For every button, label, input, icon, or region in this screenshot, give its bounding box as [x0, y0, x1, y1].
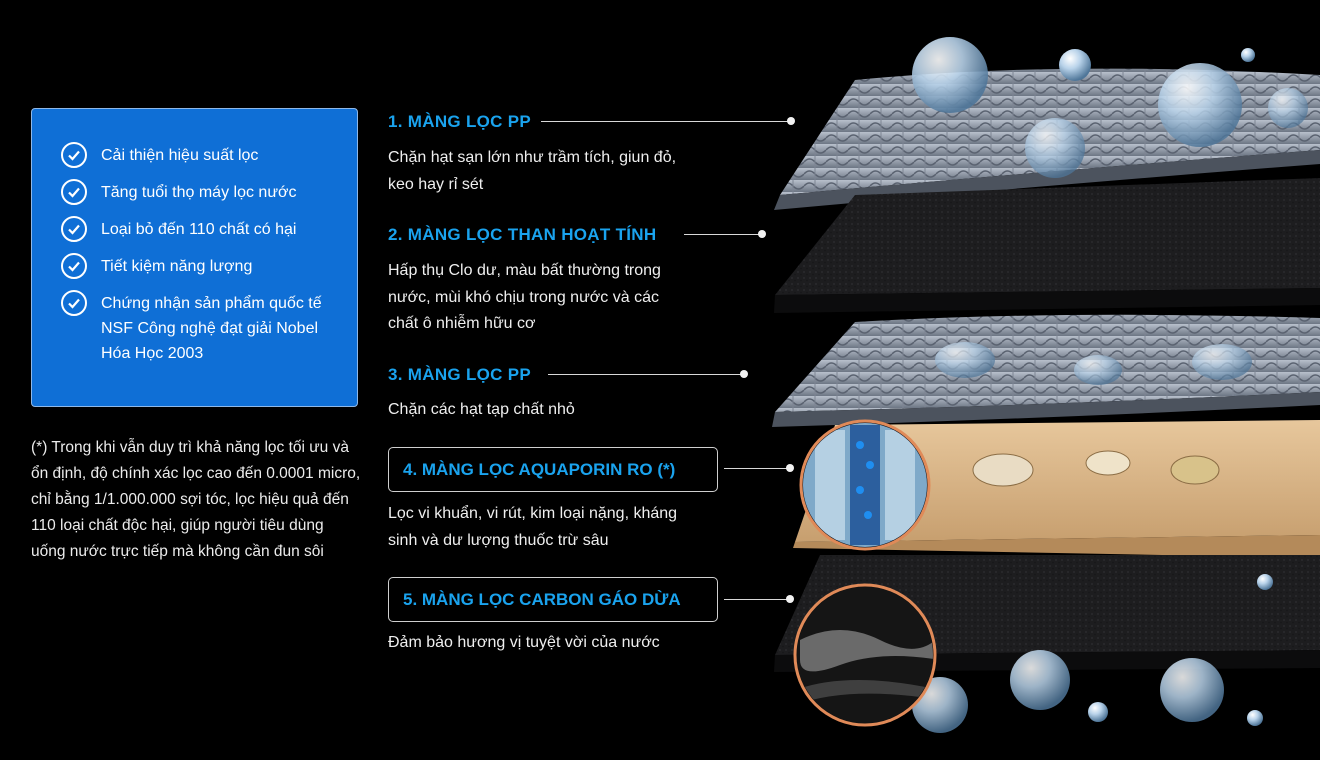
benefit-text: Chứng nhận sản phẩm quốc tế NSF Công ngh…: [101, 295, 322, 362]
carbon-zoom-circle: [793, 583, 937, 727]
benefit-text: Tiết kiệm năng lượng: [101, 258, 253, 275]
benefit-item: Loại bỏ đến 110 chất có hại: [61, 216, 337, 242]
filter-layers-illustration: [772, 37, 1320, 733]
layer-2-title: 2. MÀNG LỌC THAN HOẠT TÍNH: [388, 225, 657, 244]
aquaporin-zoom-circle: [799, 419, 931, 551]
layer-4-ro-membrane: [793, 420, 1320, 558]
layer-2-carbon: [774, 178, 1320, 313]
layer-1-desc: Chặn hạt sạn lớn như trầm tích, giun đỏ,…: [388, 149, 677, 193]
check-circle-icon: [61, 179, 87, 205]
check-circle-icon: [61, 290, 87, 316]
connector-line: [541, 121, 789, 122]
layer-4-desc: Lọc vi khuẩn, vi rút, kim loại nặng, khá…: [388, 505, 678, 549]
layer-3-desc: Chặn các hạt tạp chất nhỏ: [388, 401, 575, 418]
connector-line: [684, 234, 760, 235]
check-circle-icon: [61, 142, 87, 168]
layer-5-title: 5. MÀNG LỌC CARBON GÁO DỪA: [388, 577, 718, 622]
layer-4-title: 4. MÀNG LỌC AQUAPORIN RO (*): [388, 447, 718, 492]
layer-1-title: 1. MÀNG LỌC PP: [388, 112, 532, 131]
connector-dot: [787, 117, 795, 125]
connector-dot: [786, 595, 794, 603]
check-circle-icon: [61, 216, 87, 242]
benefit-item: Cải thiện hiệu suất lọc: [61, 142, 337, 168]
benefit-item: Chứng nhận sản phẩm quốc tế NSF Công ngh…: [61, 290, 337, 366]
layer-3-mesh: [772, 314, 1320, 427]
connector-line: [724, 599, 788, 600]
connector-line: [548, 374, 742, 375]
connector-line: [724, 468, 788, 469]
benefit-item: Tiết kiệm năng lượng: [61, 253, 337, 279]
check-circle-icon: [61, 253, 87, 279]
layer-3-title: 3. MÀNG LỌC PP: [388, 365, 532, 384]
benefit-text: Tăng tuổi thọ máy lọc nước: [101, 184, 297, 201]
connector-dot: [786, 464, 794, 472]
benefits-card: Cải thiện hiệu suất lọc Tăng tuổi thọ má…: [31, 108, 358, 407]
layer-2-desc: Hấp thụ Clo dư, màu bất thường trong nướ…: [388, 262, 661, 332]
connector-dot: [740, 370, 748, 378]
benefit-text: Cải thiện hiệu suất lọc: [101, 147, 259, 164]
benefit-text: Loại bỏ đến 110 chất có hại: [101, 221, 297, 238]
layer-5-desc: Đảm bảo hương vị tuyệt vời của nước: [388, 634, 660, 651]
connector-dot: [758, 230, 766, 238]
benefit-item: Tăng tuổi thọ máy lọc nước: [61, 179, 337, 205]
footnote: (*) Trong khi vẫn duy trì khả năng lọc t…: [31, 439, 361, 560]
